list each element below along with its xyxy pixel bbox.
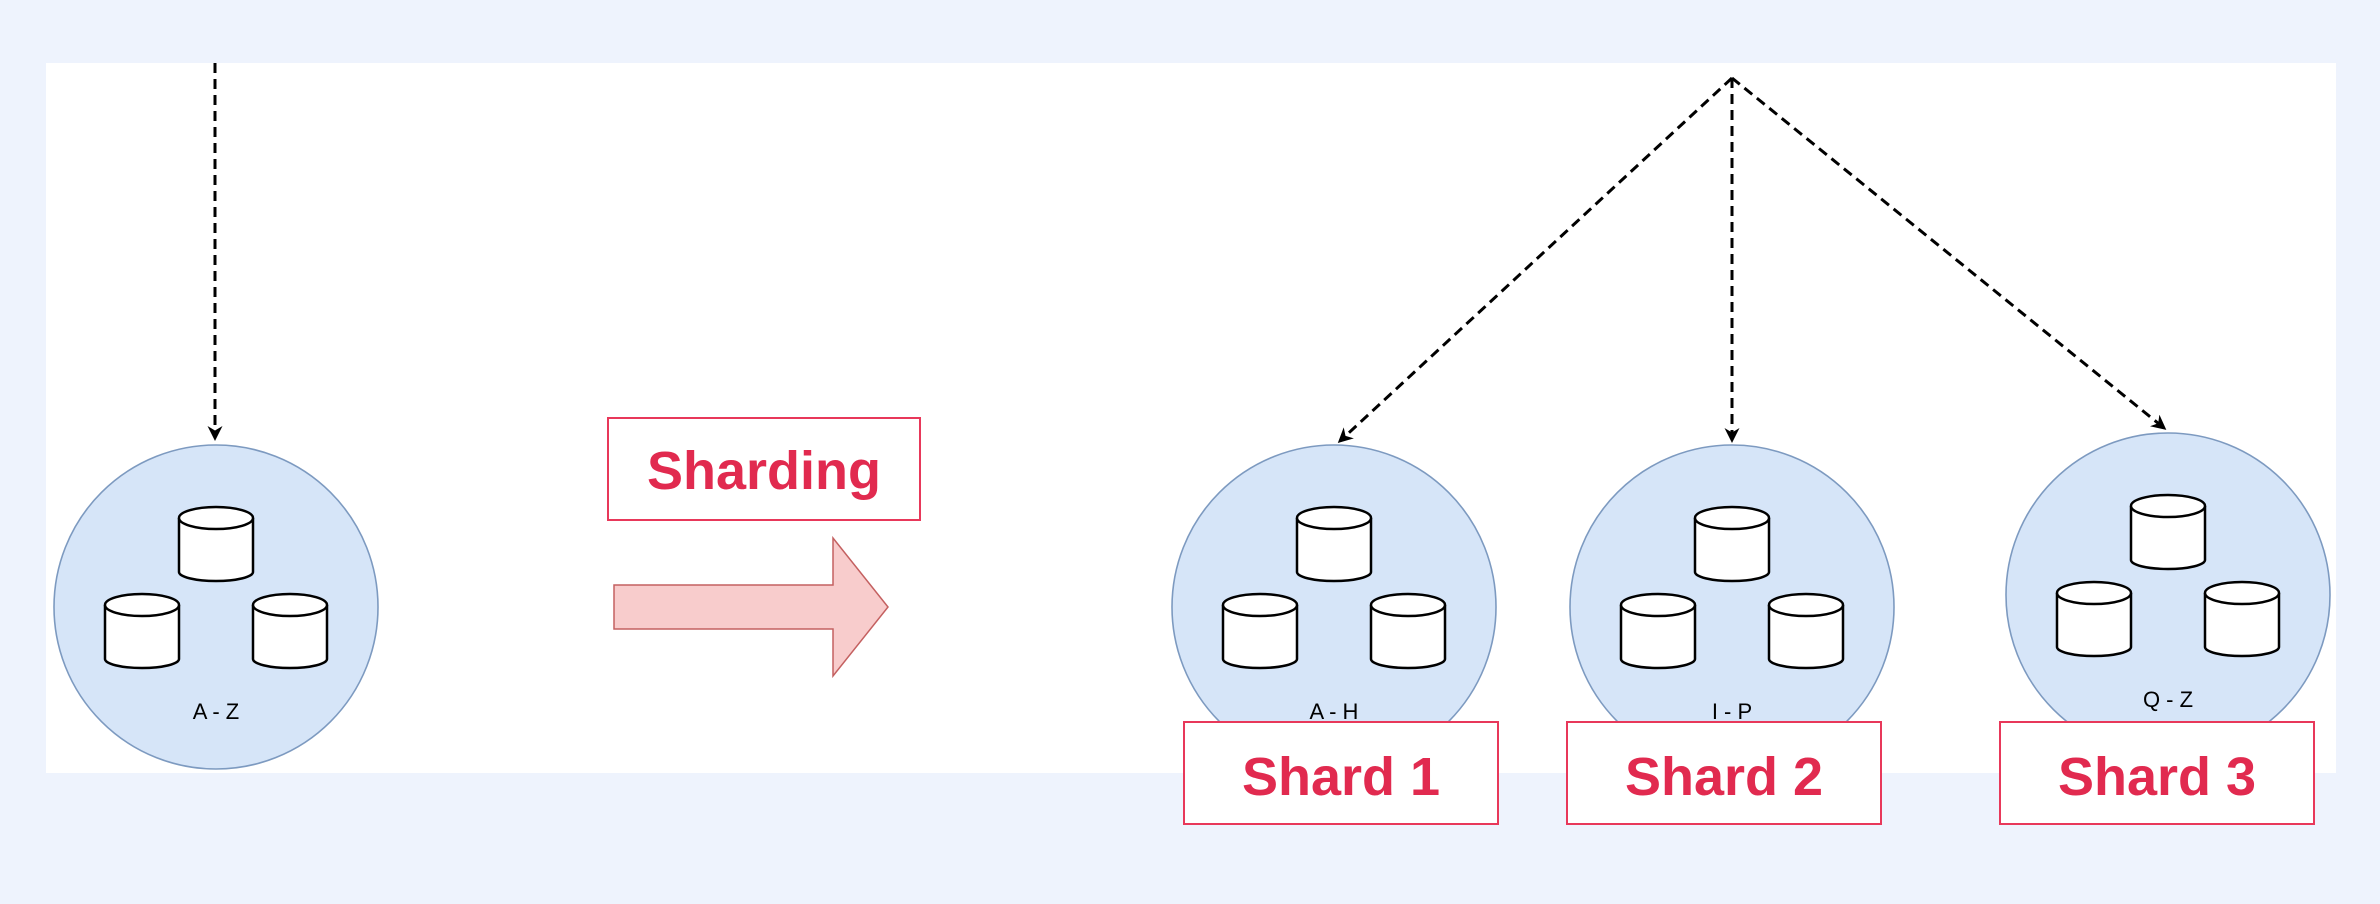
database-icon — [1619, 592, 1697, 670]
database-icon — [251, 592, 329, 670]
database-icon — [103, 592, 181, 670]
database-icon — [1693, 505, 1771, 583]
database-icon — [1767, 592, 1845, 670]
node-range-label: A - Z — [193, 699, 239, 724]
shard-node-2: I - P — [1569, 444, 1895, 770]
sharding-label: Sharding — [607, 417, 921, 521]
sharding-label-text: Sharding — [647, 441, 881, 501]
shard-node-1: A - H — [1171, 444, 1497, 770]
database-icon — [1295, 505, 1373, 583]
database-icon — [1369, 592, 1447, 670]
node-range-label: A - H — [1310, 699, 1359, 724]
shard-title-1: Shard 1 — [1183, 721, 1499, 825]
database-icon — [2055, 580, 2133, 658]
edge-to-shard-1 — [1337, 76, 1734, 444]
shard-title-text: Shard 3 — [2058, 747, 2256, 807]
shard-title-text: Shard 1 — [1242, 747, 1440, 807]
shard-title-2: Shard 2 — [1566, 721, 1882, 825]
shard-title-3: Shard 3 — [1999, 721, 2315, 825]
database-icon — [2129, 493, 2207, 571]
node-range-label: I - P — [1712, 699, 1752, 724]
sharding-arrow-icon — [613, 535, 889, 679]
database-icon — [2203, 580, 2281, 658]
edges — [207, 63, 2167, 444]
database-icon — [177, 505, 255, 583]
database-icon — [1221, 592, 1299, 670]
original-database-node: A - Z — [53, 444, 379, 770]
edge-to-shard-3 — [1731, 76, 2167, 430]
node-range-label: Q - Z — [2143, 687, 2193, 712]
shard-node-3: Q - Z — [2005, 432, 2331, 758]
shard-title-text: Shard 2 — [1625, 747, 1823, 807]
